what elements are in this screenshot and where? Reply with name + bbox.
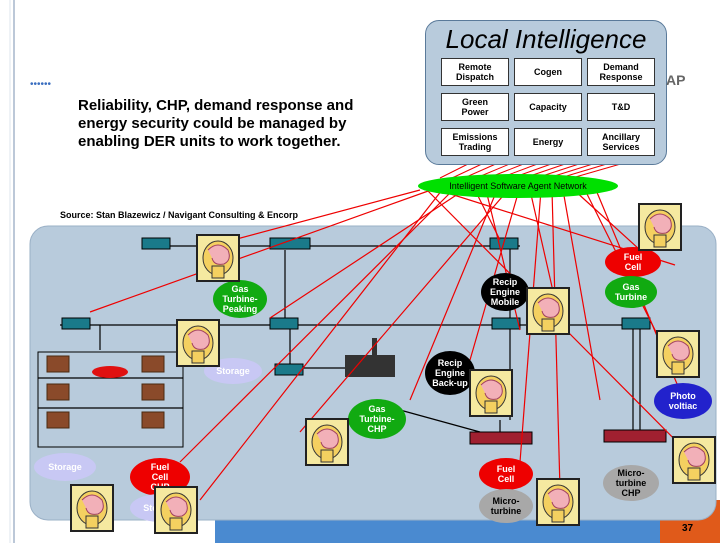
substation-1 [603,429,667,443]
car [92,366,128,378]
agent-brain-icon [656,330,700,378]
transformer-4 [61,317,91,330]
agent-link-0 [217,189,421,245]
source-citation: Source: Stan Blazewicz / Navigant Consul… [60,210,299,220]
transformer-6 [621,317,651,330]
transformer-3 [269,317,299,330]
service-0: Remote Dispatch [441,58,509,86]
agent-link-10 [529,189,556,301]
service-5: T&D [587,93,655,121]
agent-link-7 [409,189,498,401]
agent-link-8 [299,189,509,433]
agent-link-3 [179,189,454,463]
service-2: Demand Response [587,58,655,86]
agent-brain-icon [305,418,349,466]
panel-link-11 [571,162,625,179]
service-3: Green Power [441,93,509,121]
agent-brain-icon [536,478,580,526]
agent-brain-icon [176,319,220,367]
transformer-5 [491,317,521,330]
service-7: Energy [514,128,582,156]
gas-turbine-chp: Gas Turbine- CHP [348,399,406,439]
agent-link-13 [562,189,601,401]
micro-turbine-chp: Micro- turbine CHP [603,465,659,501]
panel-link-0 [439,162,471,179]
house-1 [141,355,165,373]
factory-stack [372,338,377,355]
house-0 [46,355,70,373]
service-8: Ancillary Services [587,128,655,156]
factory [345,355,395,377]
photovoltaic: Photo voltiac [654,383,712,419]
house-4 [46,411,70,429]
dots-mark: •••••• [30,79,52,90]
line-chp [399,409,481,433]
gas-turbine-green: Gas Turbine [605,276,657,308]
bullet-text: Reliability, CHP, demand response and en… [78,97,354,150]
agent-brain-icon [469,369,513,417]
transformer-1 [269,237,311,250]
micro-turbine: Micro- turbine [479,489,533,523]
house-2 [46,383,70,401]
page-number: 37 [682,523,694,534]
transformer-7 [274,363,304,376]
storage-left: Storage [34,453,96,481]
agent-brain-icon [672,436,716,484]
logo-fragment: AP [666,72,686,88]
agent-brain-icon [196,234,240,282]
local-intelligence-title: Local Intelligence [445,24,647,54]
recip-engine-mobile: Recip Engine Mobile [481,273,529,311]
agent-link-12 [551,189,561,491]
bottom-blue-bar [215,520,715,543]
house-5 [141,411,165,429]
service-1: Cogen [514,58,582,86]
transformer-0 [141,237,171,250]
agent-brain-icon [638,203,682,251]
agent-link-1 [89,189,432,313]
agent-brain-icon [70,484,114,532]
substation-0 [469,431,533,445]
service-6: Emissions Trading [441,128,509,156]
house-3 [141,383,165,401]
recip-engine-backup: Recip Engine Back-up [425,351,475,395]
service-4: Capacity [514,93,582,121]
fuel-cell-bottom: Fuel Cell [479,458,533,490]
agent-link-4 [269,189,465,319]
fuel-cell-top: Fuel Cell [605,247,661,277]
agent-network-oval: Intelligent Software Agent Network [418,174,618,198]
agent-brain-icon [154,486,198,534]
agent-link-14 [573,189,641,251]
gas-turbine-peaking: Gas Turbine- Peaking [213,280,267,318]
agent-brain-icon [526,287,570,335]
